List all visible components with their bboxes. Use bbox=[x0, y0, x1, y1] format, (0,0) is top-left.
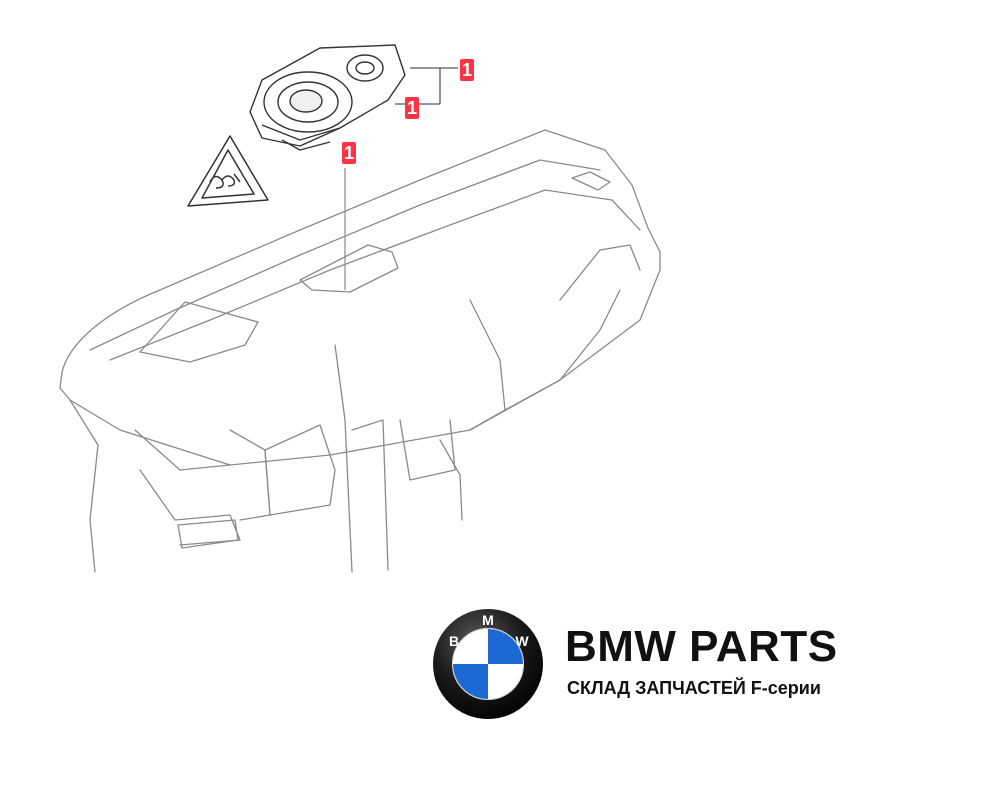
callout-badge: 1 bbox=[405, 97, 419, 119]
bmw-logo-icon: B M W bbox=[433, 609, 543, 719]
callout-badge: 1 bbox=[342, 142, 356, 164]
logo-letters-w: W bbox=[515, 633, 529, 649]
brand-subtitle: СКЛАД ЗАПЧАСТЕЙ F-серии bbox=[567, 678, 821, 698]
dashboard-line-drawing bbox=[59, 44, 661, 573]
logo-letters-m: M bbox=[482, 612, 494, 628]
brand-title: BMW PARTS bbox=[565, 622, 838, 671]
parts-diagram: 1 1 1 bbox=[59, 44, 661, 573]
logo-letters-b: B bbox=[449, 633, 459, 649]
brand-block: B M W BMW PARTS СКЛАД ЗАПЧАСТЕЙ F-серии bbox=[432, 608, 892, 728]
callout-badge: 1 bbox=[460, 59, 474, 81]
